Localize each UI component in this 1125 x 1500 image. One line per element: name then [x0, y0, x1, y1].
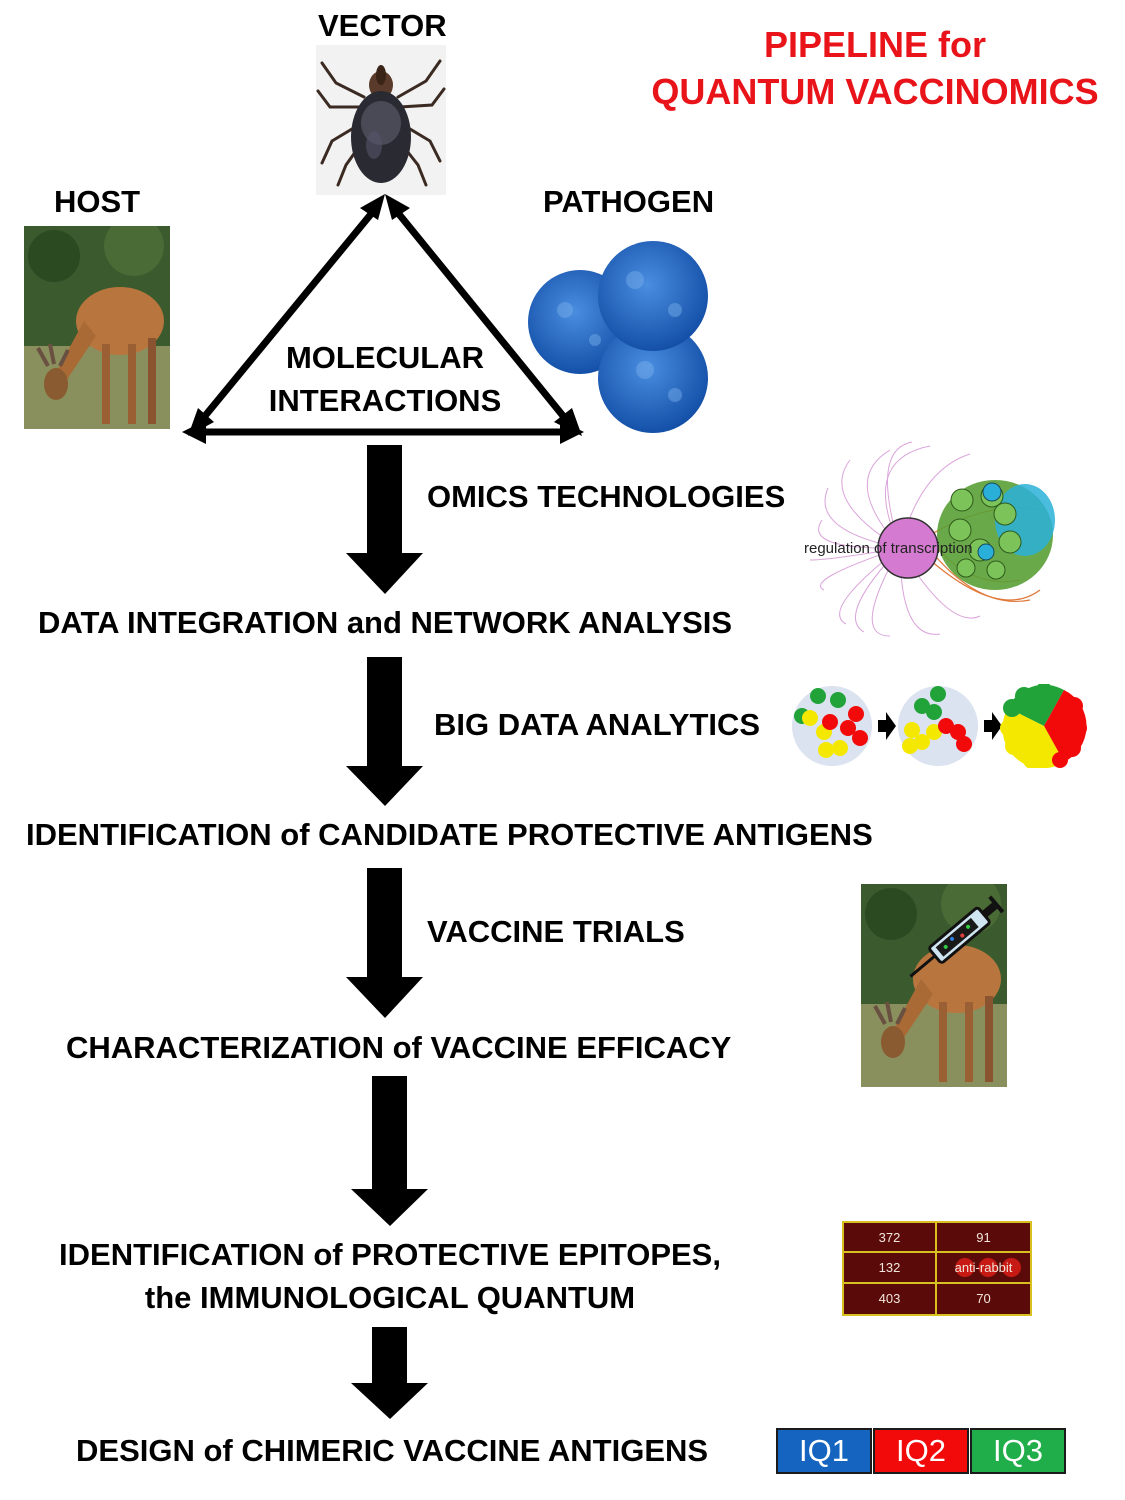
host-label: HOST: [54, 184, 141, 219]
step-big-data-analytics: BIG DATA ANALYTICS: [434, 707, 761, 742]
network-hub-label: regulation of transcription: [804, 540, 972, 557]
stage-protective-epitopes: IDENTIFICATION of PROTECTIVE EPITOPES, t…: [40, 1233, 740, 1320]
down-arrow-4: [351, 1076, 428, 1226]
clustering-image: [792, 684, 1087, 768]
down-arrow-5: [351, 1327, 428, 1419]
down-arrow-3: [346, 868, 423, 1018]
stage-vaccine-efficacy: CHARACTERIZATION of VACCINE EFFICACY: [66, 1030, 732, 1065]
vector-label: VECTOR: [318, 8, 447, 43]
tick-image: [316, 45, 446, 195]
arrowhead-left-up: [188, 408, 214, 436]
down-arrow-1: [346, 445, 423, 594]
interactions-line-2: INTERACTIONS: [268, 383, 502, 419]
arrowhead-top-right: [385, 194, 410, 220]
step-vaccine-trials: VACCINE TRIALS: [427, 914, 685, 949]
array-cell: 403: [844, 1283, 937, 1314]
pipeline-title: PIPELINE for QUANTUM VACCINOMICS: [640, 22, 1110, 116]
molecular-interactions-label: MOLECULAR INTERACTIONS: [240, 336, 530, 423]
chimera-segment-iq2: IQ2: [873, 1428, 969, 1474]
vaccinated-deer-image: [861, 884, 1007, 1087]
chimera-segment-iq3: IQ3: [970, 1428, 1066, 1474]
step-omics-technologies: OMICS TECHNOLOGIES: [427, 479, 786, 514]
array-cell-highlight: anti-rabbit: [937, 1253, 1030, 1284]
pathogen-label: PATHOGEN: [543, 184, 715, 219]
stage-chimeric-design: DESIGN of CHIMERIC VACCINE ANTIGENS: [76, 1433, 709, 1468]
pathogen-image: [528, 241, 708, 433]
cluster-arrow-1: [878, 712, 896, 740]
epitopes-line-1: IDENTIFICATION of PROTECTIVE EPITOPES,: [59, 1237, 721, 1272]
interactions-line-1: MOLECULAR: [285, 340, 485, 375]
array-cell: 91: [937, 1223, 1030, 1254]
title-line-2: QUANTUM VACCINOMICS: [651, 70, 1099, 112]
cluster-stage-3: [1000, 684, 1087, 768]
stage-data-integration: DATA INTEGRATION and NETWORK ANALYSIS: [38, 605, 733, 640]
array-cell: 372: [844, 1223, 937, 1254]
title-line-1: PIPELINE for: [763, 24, 987, 65]
down-arrow-2: [346, 657, 423, 806]
chimera-segment-iq1: IQ1: [776, 1428, 872, 1474]
cluster-arrow-2: [984, 712, 1002, 740]
arrowhead-top-left: [360, 194, 385, 220]
epitopes-line-2: the IMMUNOLOGICAL QUANTUM: [144, 1280, 636, 1316]
deer-image: [24, 226, 170, 429]
arrowhead-left: [182, 420, 206, 444]
syringe-icon: [909, 895, 1005, 978]
peptide-array: 372 91 132 anti-rabbit 403 70: [842, 1221, 1032, 1316]
array-cell: 132: [844, 1253, 937, 1284]
network-image: regulation of transcription: [804, 441, 1055, 637]
stage-candidate-antigens: IDENTIFICATION of CANDIDATE PROTECTIVE A…: [26, 817, 873, 852]
array-cell: 70: [976, 1291, 991, 1307]
